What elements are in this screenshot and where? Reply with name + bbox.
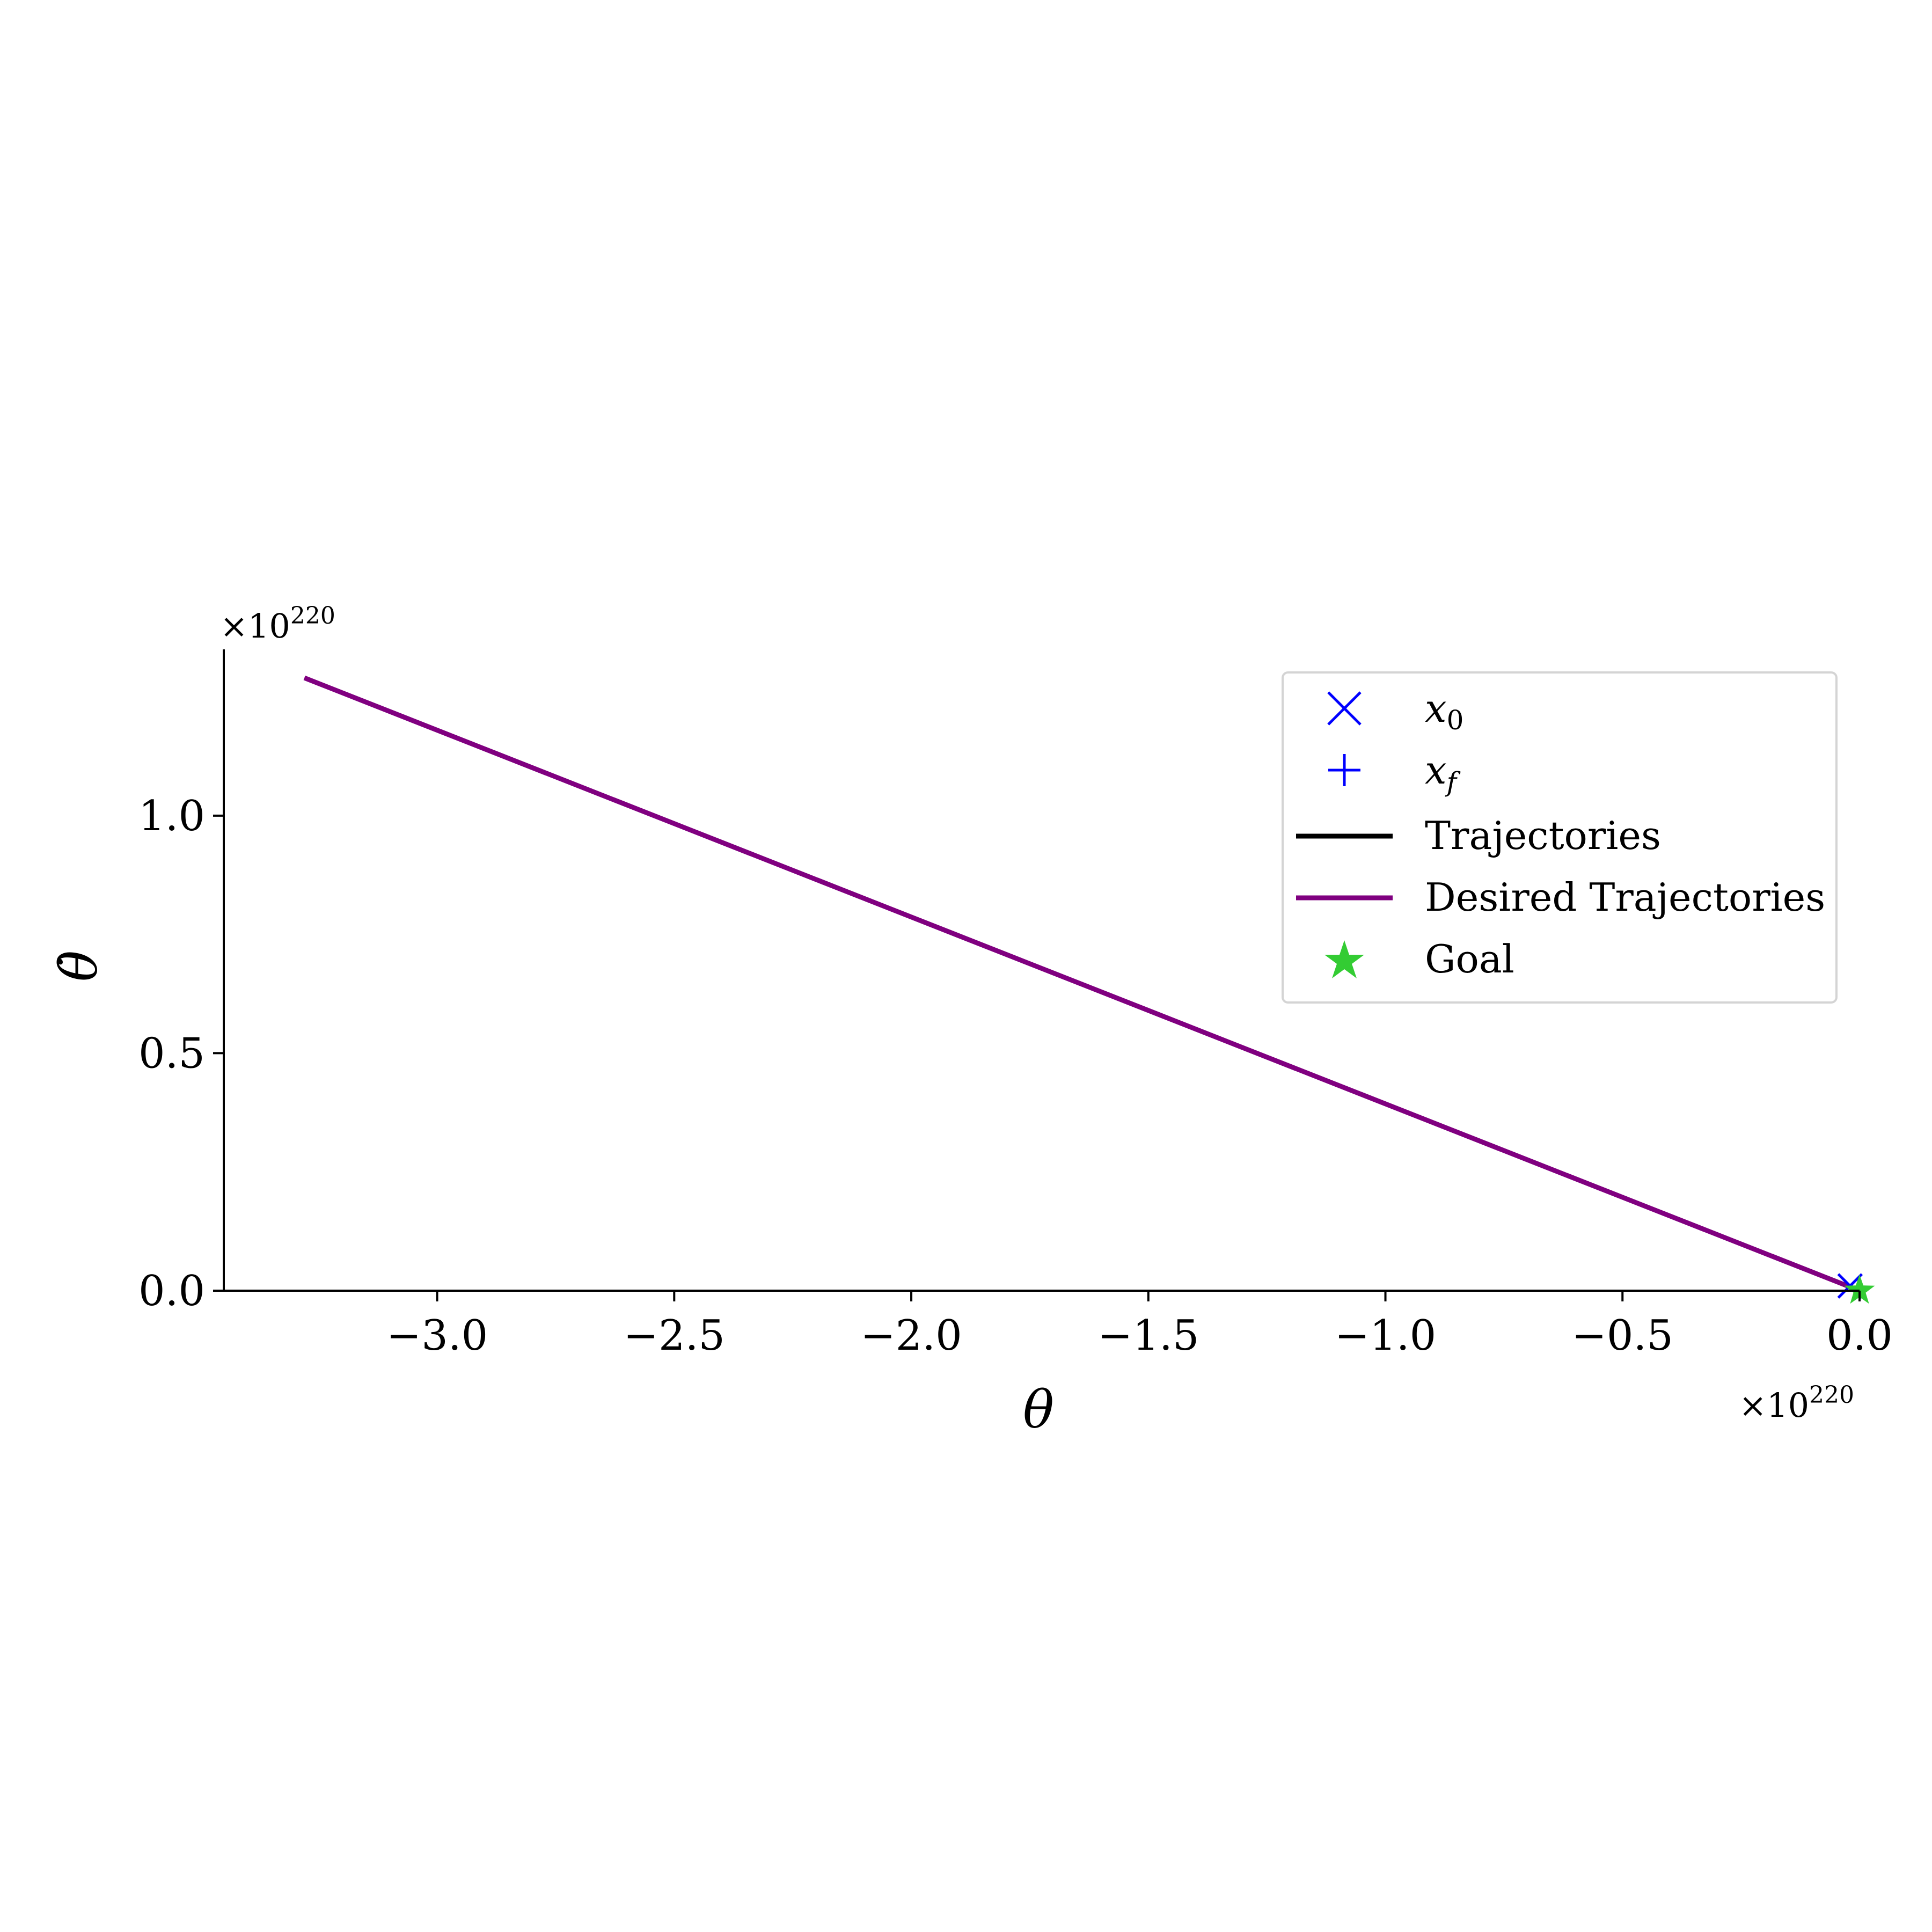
- legend-label-x0: x: [1425, 686, 1447, 731]
- y-tick-label: 0.5: [138, 1029, 205, 1078]
- x-tick-label: −1.5: [1097, 1312, 1199, 1360]
- legend-label-desired: Desired Trajectories: [1425, 875, 1825, 920]
- marker-goal: [1844, 1275, 1875, 1304]
- series-line-desired-trajectories: [303, 675, 1861, 1293]
- x-tick-label: −3.0: [386, 1312, 488, 1360]
- svg-text:x0: x0: [1425, 686, 1463, 736]
- legend-label-xf: x: [1425, 748, 1447, 793]
- x-ticks: −3.0 −2.5 −2.0 −1.5 −1.0 −0.5 0.0: [386, 1291, 1893, 1360]
- y-offset-text: ×10220: [220, 602, 335, 646]
- x-tick-label: −2.5: [624, 1312, 725, 1360]
- x-tick-label: −1.0: [1335, 1312, 1436, 1360]
- legend-frame: [1282, 671, 1838, 1004]
- x-offset-text: ×10220: [1739, 1381, 1854, 1425]
- legend-sub-x0: 0: [1447, 705, 1464, 736]
- x-marker-icon: [1327, 691, 1362, 726]
- legend-label-trajectories: Trajectories: [1425, 813, 1661, 858]
- legend-entry-trajectories: Trajectories: [1296, 813, 1661, 858]
- y-tick-label: 0.0: [138, 1267, 205, 1315]
- x-tick-label: −0.5: [1572, 1312, 1673, 1360]
- x-tick-label: −2.0: [860, 1312, 962, 1360]
- legend-entry-goal: Goal: [1324, 936, 1514, 982]
- y-tick-label: 1.0: [138, 792, 205, 840]
- x-axis-label: θ: [1023, 1380, 1054, 1440]
- plus-marker-icon: [1328, 754, 1360, 786]
- legend-entry-desired: Desired Trajectories: [1296, 875, 1825, 920]
- legend: x0 xf Trajectories Desired Trajectories …: [1282, 671, 1838, 1004]
- y-axis-label: θ̇: [49, 950, 109, 982]
- legend-entry-x0: x0: [1327, 686, 1463, 736]
- star-marker-icon: [1324, 940, 1364, 978]
- x-tick-label: 0.0: [1826, 1312, 1893, 1360]
- legend-label-goal: Goal: [1425, 936, 1514, 982]
- y-ticks: 0.0 0.5 1.0: [138, 792, 224, 1315]
- plot-area: [303, 675, 1875, 1304]
